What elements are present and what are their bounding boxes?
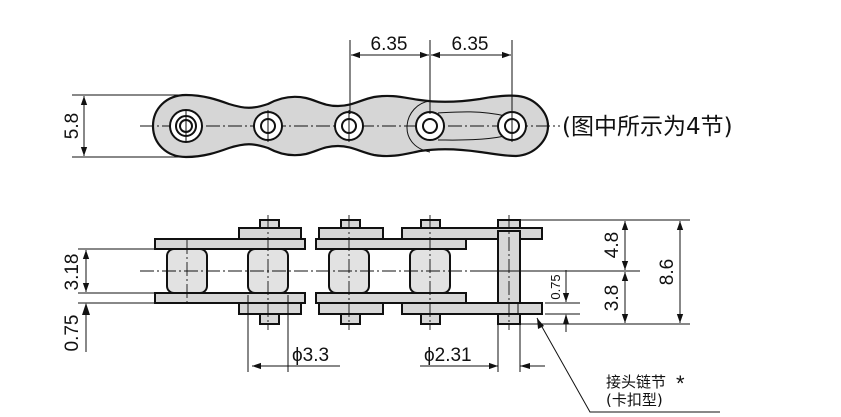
callout-star: * — [676, 371, 685, 396]
pitch-right-label: 6.35 — [452, 34, 489, 55]
clip-arc — [406, 100, 431, 153]
callout-line2: (卡扣型) — [606, 391, 663, 409]
pitch-left-label: 6.35 — [371, 34, 408, 55]
lower-half-label: 3.8 — [602, 285, 623, 311]
callout-line1: 接头链节 — [606, 373, 666, 391]
height-label: 5.8 — [62, 113, 83, 139]
lower-outer-plates — [238, 302, 543, 315]
callout-leader — [536, 317, 720, 413]
clip-offset-label: 0.75 — [548, 274, 563, 299]
roller-dia-label: ϕ3.3 — [292, 345, 329, 366]
upper-inner-plates — [154, 238, 467, 250]
total-width-label: 8.6 — [657, 259, 678, 285]
upper-outer-plates — [238, 227, 543, 240]
top-view: 6.35 6.35 5.8 (图中所示为4节) — [62, 34, 733, 159]
inner-width-label: 3.18 — [62, 254, 83, 291]
upper-half-label: 4.8 — [602, 232, 623, 258]
top-pin-4 — [415, 111, 445, 141]
lower-inner-plates — [154, 292, 467, 304]
pin-dia-label: ϕ2.31 — [424, 345, 472, 366]
plate-thickness-label: 0.75 — [62, 315, 83, 352]
clip-spring — [437, 111, 506, 117]
side-view: 3.18 0.75 4.8 3.8 8.6 0.75 ϕ3.3 ϕ2.31 — [62, 215, 720, 413]
link-count-caption: (图中所示为4节) — [562, 114, 733, 140]
